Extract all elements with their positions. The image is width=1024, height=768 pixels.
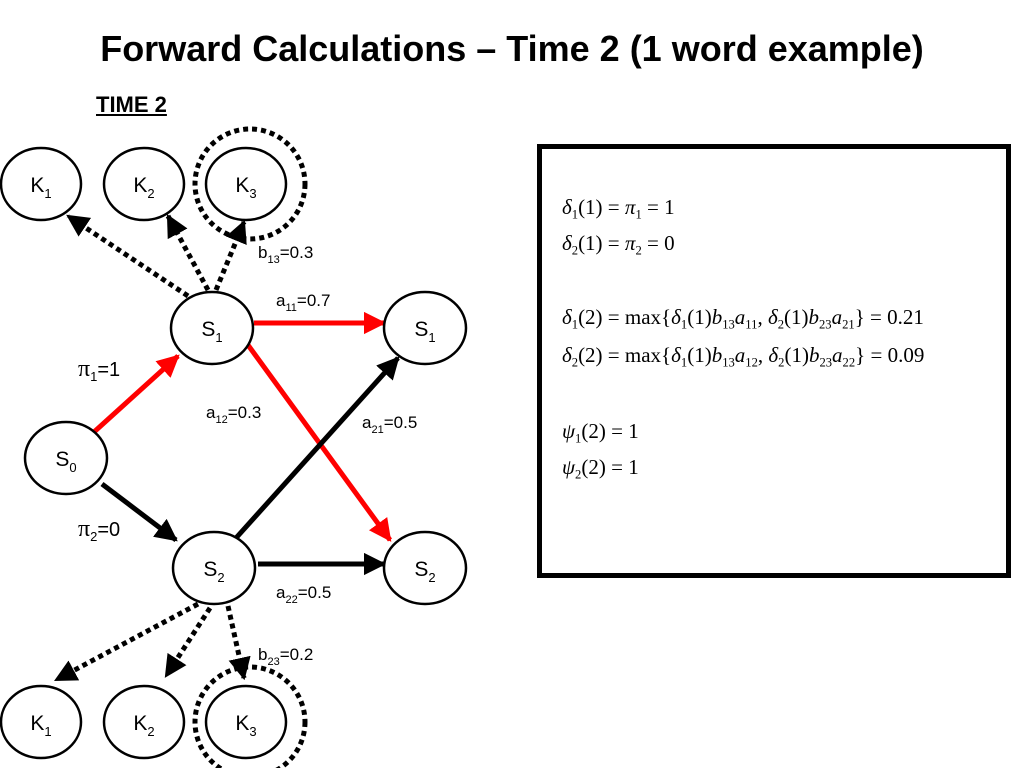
label-a21: a21=0.5 [362,413,417,436]
k3-bottom-highlight-ring [192,664,308,768]
emission-arrow-s2-k2 [163,606,213,678]
transition-s0-s1 [92,354,180,434]
label-b13: b13=0.3 [258,243,313,266]
emission-arrow-s1-k2 [165,214,211,292]
label-a22: a22=0.5 [276,583,331,606]
emission-arrow-s2-k1 [54,601,200,683]
node-k3-top: K3 [204,146,288,222]
equation-psi2-2-result: 1 [628,455,639,479]
equation-delta1-2: δ1(2) = max{δ1(1)b13a11, δ2(1)b23a21} = … [562,305,924,332]
label-a11: a11=0.7 [276,291,330,314]
emission-arrow-s2-k3 [225,605,251,681]
node-k1-top: K1 [0,146,83,222]
svg-text:S2: S2 [414,558,435,585]
svg-text:S0: S0 [55,448,76,475]
equation-delta2-2: δ2(2) = max{δ1(1)b13a12, δ2(1)b23a22} = … [562,343,925,370]
k3-top-highlight-ring [192,126,308,242]
equation-delta2-1-result: 0 [664,231,675,255]
svg-text:K3: K3 [235,712,256,739]
svg-text:K3: K3 [235,174,256,201]
equation-delta2-1: δ2(1) = π2 = 0 [562,231,675,258]
node-s2-left: S2 [171,530,257,606]
equation-psi1-2-result: 1 [628,419,639,443]
node-s1-right: S1 [382,290,468,366]
node-k2-top: K2 [102,146,186,222]
label-b23: b23=0.2 [258,645,313,668]
svg-text:K2: K2 [133,712,154,739]
equation-box: δ1(1) = π1 = 1 δ2(1) = π2 = 0 δ1(2) = ma… [537,144,1011,578]
equation-delta1-2-result: 0.21 [887,305,924,329]
time-label: TIME 2 [96,92,167,117]
svg-text:K1: K1 [30,174,51,201]
svg-text:S1: S1 [414,318,435,345]
label-a12: a12=0.3 [206,403,261,426]
node-k2-bottom: K2 [102,684,186,760]
svg-text:S2: S2 [203,558,224,585]
transition-s2-s1 [234,356,400,540]
svg-text:K2: K2 [133,174,154,201]
equation-delta2-2-result: 0.09 [887,343,925,367]
label-pi1: π1=1 [78,356,120,384]
emission-arrow-s1-k3 [213,219,247,291]
node-s2-right: S2 [382,530,468,606]
label-pi2: π2=0 [78,516,120,544]
svg-text:S1: S1 [201,318,222,345]
node-k1-bottom: K1 [0,684,83,760]
equation-psi1-2: ψ1(2) = 1 [562,419,639,446]
emission-arrow-s1-k1 [66,213,190,299]
svg-text:K1: K1 [30,712,51,739]
node-s1-left: S1 [169,290,255,366]
node-s0: S0 [23,420,109,496]
equation-psi2-2: ψ2(2) = 1 [562,455,639,482]
node-k3-bottom: K3 [204,684,288,760]
equation-delta1-1: δ1(1) = π1 = 1 [562,195,675,222]
transition-s0-s2 [100,482,178,542]
slide-title: Forward Calculations – Time 2 (1 word ex… [100,28,924,69]
equation-delta1-1-result: 1 [664,195,675,219]
